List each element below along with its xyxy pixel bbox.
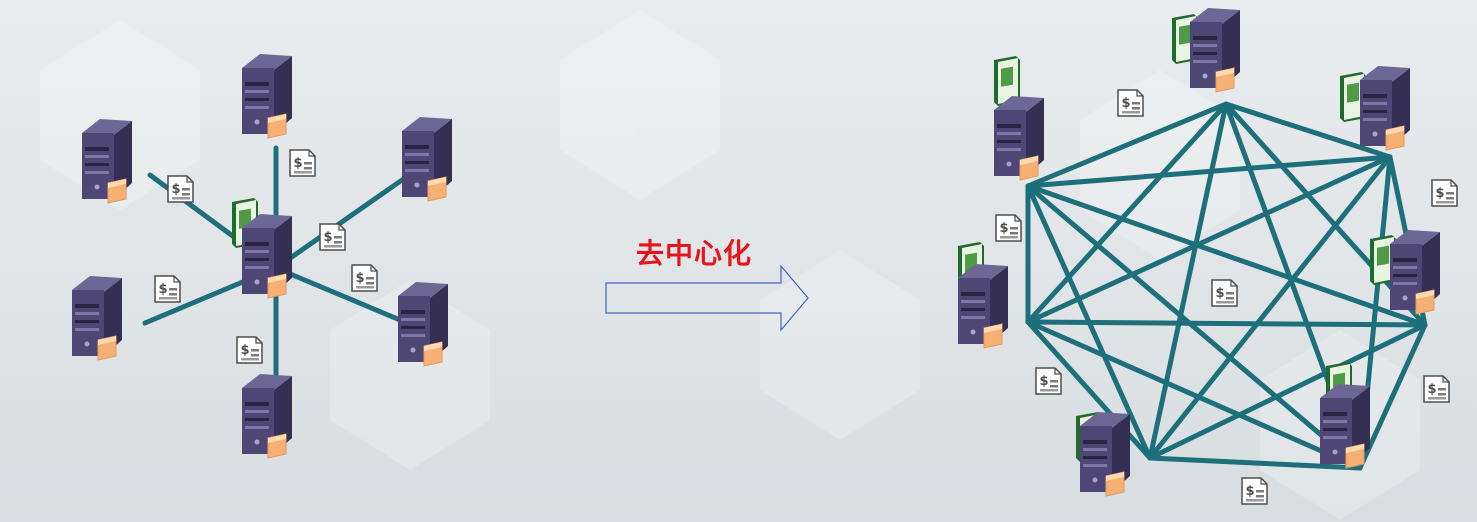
money-document-icon (1423, 375, 1450, 403)
link (1025, 319, 1363, 471)
server-icon (1359, 65, 1411, 151)
server-icon (1189, 7, 1241, 93)
money-document-icon (154, 275, 181, 303)
mesh-links (1025, 101, 1428, 471)
link (1025, 319, 1428, 328)
right-arrow-icon (605, 264, 809, 332)
money-document-icon (319, 223, 346, 251)
link (1357, 322, 1428, 471)
money-document-icon (351, 264, 378, 292)
link (1223, 101, 1393, 160)
money-document-icon (1117, 89, 1144, 117)
link (1025, 154, 1393, 189)
server-icon (993, 95, 1045, 181)
centralized-network (71, 53, 453, 459)
money-document-icon (1035, 367, 1062, 395)
link (273, 265, 403, 323)
money-document-icon (236, 336, 263, 364)
decentralized-network (957, 7, 1458, 505)
server-icon (241, 373, 293, 459)
server-icon (1389, 229, 1441, 315)
server-icon (81, 118, 133, 204)
link (1025, 101, 1229, 189)
server-icon (1079, 411, 1131, 497)
central-server-icon (241, 213, 293, 299)
server-icon (1319, 383, 1371, 469)
link (1025, 183, 1428, 328)
link (1147, 322, 1428, 461)
decentralization-label: 去中心化 (636, 237, 753, 270)
link (1025, 101, 1229, 325)
server-icon (241, 53, 293, 139)
money-document-icon (289, 149, 316, 177)
link (1025, 183, 1363, 471)
link (1147, 455, 1363, 471)
money-document-icon (1211, 279, 1238, 307)
money-document-icon (1431, 179, 1458, 207)
server-icon (401, 116, 453, 202)
money-document-icon (995, 214, 1022, 242)
server-icon (957, 263, 1009, 349)
link (1025, 183, 1153, 461)
transition-arrow (605, 264, 809, 332)
server-icon (397, 281, 449, 367)
link (1147, 154, 1393, 461)
link (1025, 154, 1393, 325)
server-icon (71, 275, 123, 361)
money-document-icon (167, 175, 194, 203)
link (1147, 101, 1229, 461)
money-document-icon (1241, 477, 1268, 505)
